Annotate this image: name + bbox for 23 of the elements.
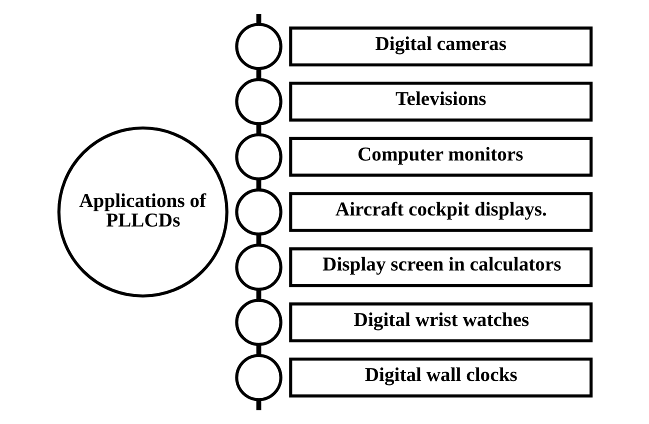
connector (256, 344, 261, 356)
node-circle (234, 78, 282, 126)
connector (256, 68, 261, 80)
node-circle: Applications of PLLCDs (56, 126, 228, 298)
node-circle (234, 298, 282, 346)
connector (256, 14, 261, 24)
node-box: Aircraft cockpit displays. (288, 192, 592, 232)
node-circle (234, 244, 282, 291)
connector (256, 290, 261, 300)
node-box: Computer monitors (288, 136, 592, 177)
node-box: Display screen in calculators (288, 247, 592, 288)
node-circle (234, 354, 282, 402)
node-box: Digital wrist watches (288, 302, 592, 342)
connector (256, 179, 261, 190)
node-circle (234, 133, 282, 180)
node-circle (234, 188, 282, 236)
connector (256, 124, 261, 134)
node-circle (234, 22, 282, 70)
node-box: Digital wall clocks (288, 358, 592, 398)
connector (256, 400, 261, 410)
node-box: Televisions (288, 82, 592, 122)
connector (256, 234, 261, 245)
node-box: Digital cameras (288, 26, 592, 66)
